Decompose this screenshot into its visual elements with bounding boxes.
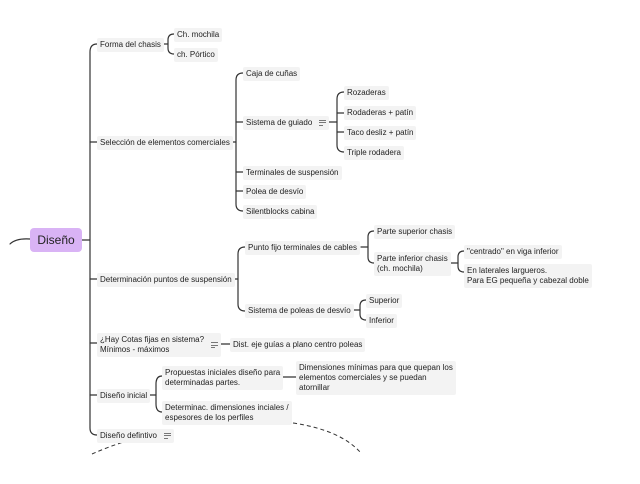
node-determinac-dimensiones[interactable]: Determinac. dimensiones inciales / espes… [162,401,292,425]
node-label: Forma del chasis [100,40,161,49]
node-label-line: En laterales largueros. [467,266,548,275]
node-rodaderas-patin[interactable]: Rodaderas + patín [344,106,417,120]
node-forma-chasis[interactable]: Forma del chasis [97,38,164,52]
node-centrado-viga-inferior[interactable]: "centrado" en viga inferior [464,245,562,259]
node-ch-mochila[interactable]: Ch. mochila [174,28,223,42]
node-label-line: Parte inferior chasis [377,254,448,263]
node-label-line: (ch. mochila) [377,264,423,273]
node-label: "centrado" en viga inferior [467,247,559,256]
node-propuestas-iniciales[interactable]: Propuestas iniciales diseño para determi… [162,366,284,390]
node-label: Determinación puntos de suspensión [100,275,232,284]
node-label: Parte superior chasis [377,227,453,236]
node-label: ch. Pórtico [177,50,215,59]
node-label: Inferior [369,316,394,325]
root-label: Diseño [37,233,75,247]
node-determinacion-puntos[interactable]: Determinación puntos de suspensión [97,273,235,287]
node-label: Superior [369,296,400,305]
node-label: Terminales de suspensión [246,168,339,177]
node-label: Silentblocks cabina [246,207,315,216]
node-parte-superior-chasis[interactable]: Parte superior chasis [374,225,456,239]
node-label: Selección de elementos comerciales [100,138,230,147]
node-rozaderas[interactable]: Rozaderas [344,86,389,100]
node-label-line: ¿Hay Cotas fijas en sistema? [100,335,205,344]
node-label: Polea de desvío [246,187,304,196]
node-label-line: Determinac. dimensiones inciales / [165,403,289,412]
node-label-line: atornillar [299,383,330,392]
notes-icon[interactable] [163,432,171,439]
root-node-diseno[interactable]: Diseño [30,228,82,252]
node-ch-portico[interactable]: ch. Pórtico [174,48,218,62]
node-laterales-largueros[interactable]: En laterales largueros. Para EG pequeña … [464,264,592,288]
node-seleccion-elementos[interactable]: Selección de elementos comerciales [97,136,233,150]
node-diseno-definitivo[interactable]: Diseño defintivo [97,429,174,443]
node-sistema-guiado[interactable]: Sistema de guiado [243,116,330,130]
node-punto-fijo-terminales[interactable]: Punto fijo terminales de cables [245,241,360,255]
node-label: Caja de cuñas [246,69,298,78]
node-label: Ch. mochila [177,30,220,39]
node-cotas-fijas[interactable]: ¿Hay Cotas fijas en sistema? Mínimos - m… [97,333,222,357]
node-label: Diseño inicial [100,391,148,400]
node-caja-cunas[interactable]: Caja de cuñas [243,67,301,81]
node-label-line: determinadas partes. [165,378,241,387]
node-label-line: Dimensiones mínimas para que quepan los [299,363,453,372]
node-label: Diseño defintivo [100,431,157,440]
node-sistema-poleas-desvio[interactable]: Sistema de poleas de desvío [245,304,354,318]
node-dist-eje-guias[interactable]: Dist. eje guías a plano centro poleas [230,338,366,352]
node-polea-inferior[interactable]: Inferior [366,314,397,328]
notes-icon[interactable] [211,342,219,348]
node-label: Triple rodadera [347,148,401,157]
node-label: Dist. eje guías a plano centro poleas [233,340,363,349]
node-diseno-inicial[interactable]: Diseño inicial [97,389,151,403]
node-polea-superior[interactable]: Superior [366,294,403,308]
node-dimensiones-minimas[interactable]: Dimensiones mínimas para que quepan los … [296,361,456,395]
node-label-line: espesores de los perfiles [165,413,254,422]
node-label-line: Propuestas iniciales diseño para [165,368,281,377]
node-label-line: elementos comerciales y se puedan [299,373,427,382]
node-label-line: Mínimos - máximos [100,345,170,354]
node-terminales-suspension[interactable]: Terminales de suspensión [243,166,342,180]
node-label: Sistema de guiado [246,118,313,127]
node-label-line: Para EG pequeña y cabezal doble [467,276,589,285]
node-polea-desvio[interactable]: Polea de desvío [243,185,307,199]
node-taco-desliz-patin[interactable]: Taco desliz + patín [344,126,417,140]
node-label: Sistema de poleas de desvío [248,306,351,315]
node-label: Rodaderas + patín [347,108,414,117]
node-triple-rodadera[interactable]: Triple rodadera [344,146,404,160]
node-label: Punto fijo terminales de cables [248,243,357,252]
node-parte-inferior-chasis[interactable]: Parte inferior chasis (ch. mochila) [374,252,451,276]
node-label: Taco desliz + patín [347,128,414,137]
node-silentblocks-cabina[interactable]: Silentblocks cabina [243,205,318,219]
notes-icon[interactable] [319,119,327,126]
node-label: Rozaderas [347,88,386,97]
